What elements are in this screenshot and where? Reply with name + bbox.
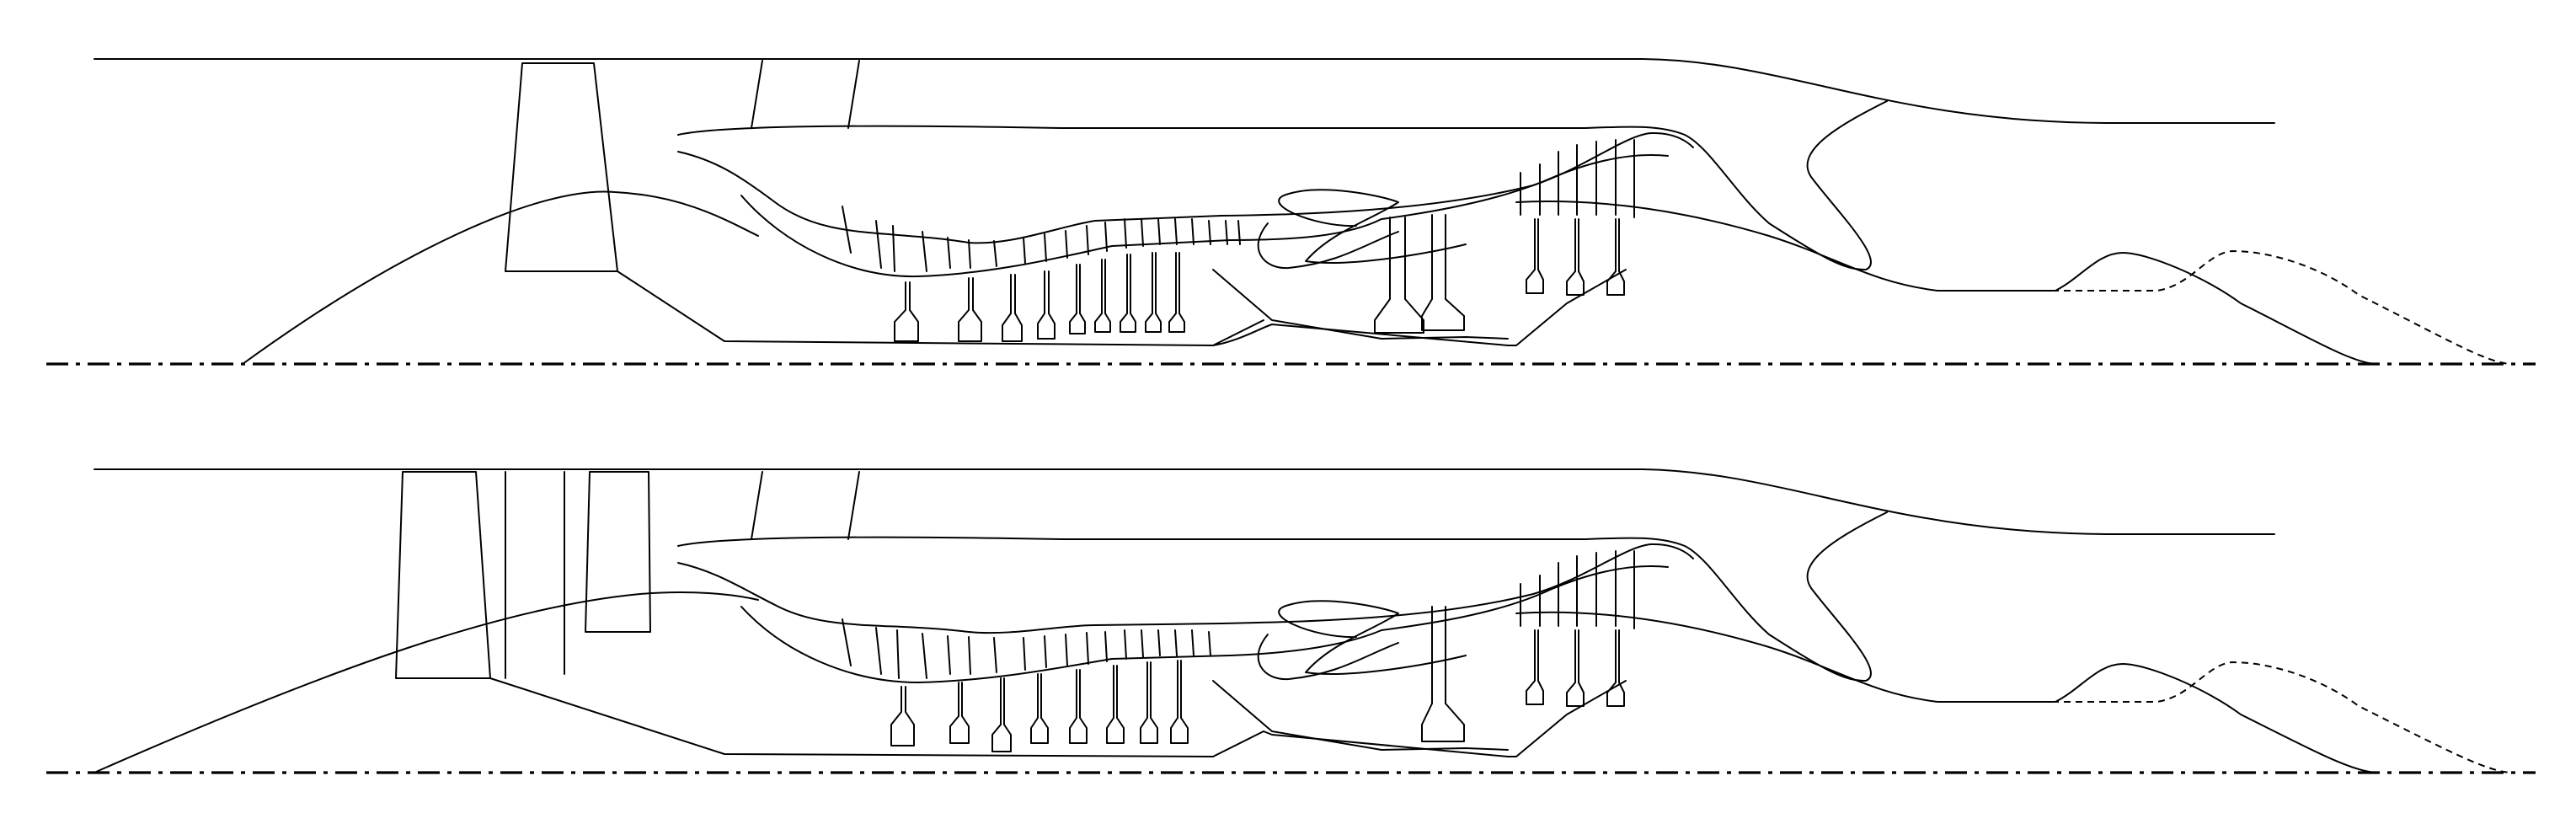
combustor-upper [1278,189,1467,264]
compressor-disk-9-upper [1168,252,1185,333]
exhaust-plug-dashed-lower [2005,661,2511,773]
compressor-disk-4-upper [1037,270,1056,340]
lp-turbine-stages-lower [1520,550,1635,629]
upper-engine-section [46,58,2536,366]
compressor-disk-2-upper [958,277,982,342]
fan-hub-lower [489,677,1627,757]
combustor-liner-upper [1257,222,1399,270]
core-flow-inner-lower [740,565,1669,683]
compressor-disk-6-upper [1094,259,1111,333]
inlet-strut-b-lower [847,471,860,540]
fan-hub-upper [617,269,1627,346]
lp-turbine-disks-lower [1526,629,1625,707]
inner-core-shroud-upper [1212,269,1509,340]
exhaust-outer-upper [1515,201,2376,365]
combustor-lower [1278,600,1467,675]
fan-blade-rear-lower [585,471,651,633]
hp-turbine-disks-upper [1374,214,1465,334]
compressor-disk-7-upper [1120,254,1136,333]
core-flow-inner-upper [740,154,1669,278]
turbine-disk-2-upper [1566,218,1585,296]
hp-turbine-disks-lower [1421,606,1465,742]
lp-turbine-stages-upper [1520,139,1635,218]
inlet-strut-b-upper [847,60,860,129]
inner-core-shroud-lower [1212,680,1509,751]
spinner-arc-lower [94,591,759,773]
compressor-disks-lower [890,660,1189,752]
fan-blade-upper [505,62,618,272]
compressor-stages-upper [842,206,1241,272]
splitter-nacelle-lower [677,511,1888,682]
splitter-nacelle-upper [677,100,1888,270]
core-flow-outer-upper [677,131,1694,244]
outer-casing-line-lower [94,468,2275,535]
compressor-stages-lower [842,618,1211,679]
exhaust-outer-lower [1515,611,2376,773]
compressor-disk-1-upper [894,281,919,342]
core-flow-outer-lower [677,543,1694,634]
compressor-disk-3-upper [1002,274,1023,342]
spinner-arc-upper [242,190,759,365]
inter-fan-struts-lower [505,471,565,679]
compressor-disk-5-upper [1069,264,1086,334]
compressor-disk-8-upper [1145,252,1162,333]
lp-turbine-disks-upper [1526,218,1625,296]
lower-engine-section [46,468,2536,774]
outer-casing-line-upper [94,58,2275,124]
exhaust-plug-dashed-upper [2005,249,2511,365]
combustor-liner-lower [1257,634,1399,681]
inlet-strut-a-upper [751,60,763,129]
inlet-strut-a-lower [751,471,763,540]
compressor-disks-upper [894,252,1185,342]
